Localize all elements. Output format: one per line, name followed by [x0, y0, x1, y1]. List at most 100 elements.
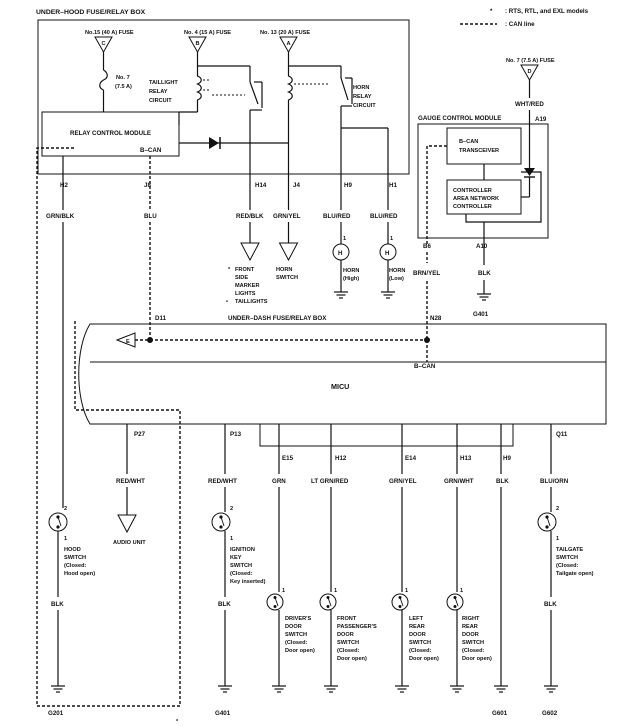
wire-red-blk: RED/BLK: [236, 213, 264, 220]
pin-h9-top: H9: [344, 182, 352, 189]
front-side-l1: FRONT: [235, 267, 255, 273]
tg-l2: SWITCH: [556, 555, 578, 561]
horn-relay-l3: CIRCUIT: [353, 103, 376, 109]
rrs-pin1: 1: [460, 588, 463, 594]
wire-blu-red-high: BLU/RED: [323, 213, 351, 220]
tg-l1: TAILGATE: [556, 547, 583, 553]
ign-l5: Key inserted): [230, 579, 266, 585]
rrs-l4: SWITCH: [462, 640, 484, 646]
fps-l3: DOOR: [337, 632, 354, 638]
horn-high-pin: 1: [343, 236, 346, 242]
ignition-key-switch-icon: [211, 512, 231, 532]
fps-l1: FRONT: [337, 616, 357, 622]
fps-l6: Door open): [337, 656, 367, 662]
bcan-transceiver: [446, 127, 522, 165]
front-side-marker-arrow-icon: [240, 242, 260, 262]
relay-module-bcan: B–CAN: [140, 147, 162, 154]
loads-bullet: •: [226, 299, 228, 305]
controller-l3: CONTROLLER: [453, 204, 492, 210]
conn-b-icon: [188, 36, 207, 54]
ground-g602: G602: [542, 710, 558, 717]
dash-box-title: UNDER–DASH FUSE/RELAY BOX: [228, 315, 327, 322]
conn-a-icon: [279, 36, 298, 54]
ign-pin2: 2: [230, 506, 233, 512]
ground-g401-bottom: G401: [215, 710, 231, 717]
hood-switch-pin1: 1: [64, 536, 67, 542]
fps-l2: PASSENGER'S: [337, 624, 377, 630]
front-passenger-door-switch: 1: [319, 446, 338, 693]
pin-h9-bottom: H9: [503, 455, 511, 462]
gauge-wire-whtred: WHT/RED: [515, 101, 544, 108]
gauge-title: GAUGE CONTROL MODULE: [418, 115, 501, 122]
hood-box-title: UNDER–HOOD FUSE/RELAY BOX: [36, 9, 146, 16]
taillight-relay-l2: RELAY: [149, 89, 168, 95]
horn-low-l1: HORN: [389, 268, 405, 274]
tailgate-switch-icon: [537, 512, 557, 532]
rrs-l5: (Closed:: [462, 648, 485, 654]
fps-pin1: 1: [334, 588, 337, 594]
fps-l5: (Closed:: [337, 648, 360, 654]
diode-icon: [209, 137, 219, 149]
pin-h14: H14: [255, 182, 267, 189]
horn-switch-arrow-icon: [278, 242, 299, 262]
horn-relay-l1: HORN: [353, 85, 369, 91]
horn-relay-coil-icon: [286, 66, 293, 174]
rrs-l2: REAR: [462, 624, 478, 630]
front-side-l3: MARKER: [235, 283, 260, 289]
lrs-l2: REAR: [409, 624, 425, 630]
fps-l4: SWITCH: [337, 640, 359, 646]
gauge-pin-b6: B6: [423, 243, 431, 250]
pin-e15: E15: [282, 455, 294, 462]
gauge-pin-a10: A10: [476, 243, 488, 250]
fuse15-label: No.15 (40 A) FUSE: [85, 30, 134, 36]
horn-switch-l1: HORN: [276, 267, 292, 273]
pin-j4: J4: [293, 182, 300, 189]
lrs-l4: SWITCH: [409, 640, 431, 646]
wire-e15: GRN: [272, 478, 286, 485]
wire-q11: BLU/ORN: [540, 478, 569, 485]
rrs-l1: RIGHT: [462, 616, 480, 622]
pin-h13: H13: [460, 455, 472, 462]
rrs-l6: Door open): [462, 656, 492, 662]
micu-bottom-connector: [259, 423, 514, 447]
dds-l5: Door open): [285, 648, 315, 654]
taillights-label: TAILLIGHTS: [235, 299, 268, 305]
fuse4-label: No. 4 (15 A) FUSE: [184, 30, 231, 36]
pin-e14: E14: [405, 455, 417, 462]
horn-relay-switch-icon: [340, 77, 349, 101]
wire-blu-red-low: BLU/RED: [370, 213, 398, 220]
tg-l4: Tailgate open): [556, 571, 594, 577]
hood-switch-l4: Hood open): [64, 571, 95, 577]
lrs-l3: DOOR: [409, 632, 426, 638]
drivers-door-switch: 1: [266, 446, 286, 693]
hood-box-outline: [37, 19, 410, 175]
conn-e-label: E: [126, 339, 130, 345]
pin-h12: H12: [335, 455, 347, 462]
gauge-wire-blk: BLK: [478, 270, 491, 277]
lrs-l5: (Closed:: [409, 648, 432, 654]
tg-l3: (Closed:: [556, 563, 579, 569]
wire-p13: RED/WHT: [208, 478, 237, 485]
ign-l3: SWITCH: [230, 563, 252, 569]
left-rear-door-switch: 1: [391, 446, 409, 693]
taillight-relay-l1: TAILLIGHT: [149, 80, 178, 86]
hood-switch-l3: (Closed:: [64, 563, 87, 569]
boundary-star: *: [176, 719, 179, 725]
hood-switch-l2: SWITCH: [64, 555, 86, 561]
fuse7-label2: (7.5 A): [115, 84, 132, 90]
ign-l1: IGNITION: [230, 547, 255, 553]
optional-equipment-boundary: [36, 147, 181, 707]
ign-blk: BLK: [218, 601, 231, 608]
pin-d11: D11: [155, 315, 167, 322]
wire-blu: BLU: [144, 213, 157, 220]
right-rear-door-switch-icon: [446, 593, 464, 611]
ground-g601: G601: [492, 710, 508, 717]
wire-grn-yel: GRN/YEL: [273, 213, 301, 220]
pin-j8: J8: [144, 182, 151, 189]
fuse7-label1: No. 7: [116, 75, 130, 81]
pin-q11: Q11: [556, 431, 568, 438]
horn-low-h: H: [385, 250, 390, 257]
horn-low-l2: (Low): [389, 276, 404, 282]
lrs-l6: Door open): [409, 656, 439, 662]
